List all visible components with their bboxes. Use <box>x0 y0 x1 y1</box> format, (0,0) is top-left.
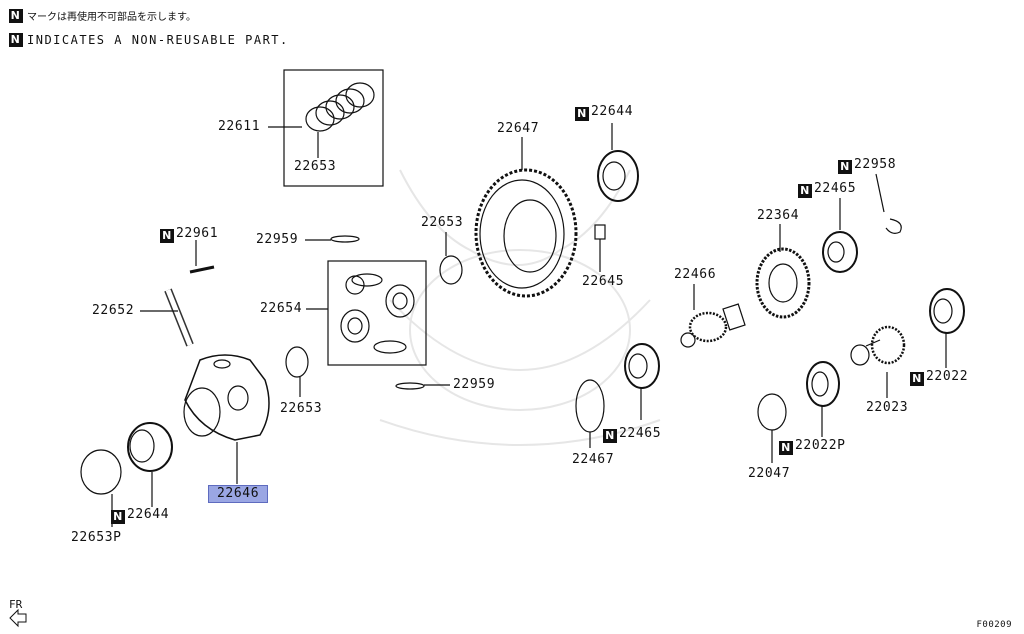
nonreusable-badge: N <box>9 9 23 23</box>
bolt <box>594 224 606 240</box>
nonreusable-badge: N <box>838 160 852 174</box>
part-label-22467[interactable]: 22467 <box>572 452 615 467</box>
differential-case <box>183 354 270 441</box>
nonreusable-badge: N <box>111 510 125 524</box>
ring-gear <box>474 168 578 298</box>
shim-p <box>80 449 122 495</box>
part-label-22652[interactable]: 22652 <box>92 303 135 318</box>
snap-ring-right <box>757 393 787 431</box>
nonreusable-badge: N <box>779 441 793 455</box>
part-label-22653[interactable]: 22653 <box>421 215 464 230</box>
part-label-22645[interactable]: 22645 <box>582 274 625 289</box>
part-label-22364[interactable]: 22364 <box>757 208 800 223</box>
snap-ring-set <box>305 82 375 132</box>
bearing-center <box>624 343 660 389</box>
pin-lower <box>395 382 425 390</box>
legend-english-text: INDICATES A NON-REUSABLE PART. <box>27 32 289 47</box>
nonreusable-badge: N <box>798 184 812 198</box>
shim-lower <box>285 346 309 378</box>
bearing-upper <box>597 150 639 202</box>
pinion-shaft <box>164 288 194 347</box>
part-label-22959[interactable]: 22959 <box>453 377 496 392</box>
part-label-22653[interactable]: 22653 <box>294 159 337 174</box>
part-label-22466[interactable]: 22466 <box>674 267 717 282</box>
part-label-22654[interactable]: 22654 <box>260 301 303 316</box>
legend-japanese-text: マークは再使用不可部品を示します。 <box>27 12 196 23</box>
part-label-22647[interactable]: 22647 <box>497 121 540 136</box>
nonreusable-badge: N <box>910 372 924 386</box>
idler-gear <box>755 247 811 319</box>
nonreusable-badge: N <box>160 229 174 243</box>
pinion-gear-set <box>340 273 415 354</box>
output-gear-shaft <box>680 303 746 348</box>
pin-upper <box>330 235 360 243</box>
counter-shaft <box>850 325 906 366</box>
legend-english: N INDICATES A NON-REUSABLE PART. <box>9 32 289 47</box>
snap-ring-set-box <box>283 69 384 187</box>
part-label-22646-highlighted[interactable]: 22646 <box>208 485 269 503</box>
shim-middle <box>439 255 463 285</box>
nonreusable-badge: N <box>575 107 589 121</box>
bearing-lower-right <box>806 361 840 407</box>
nonreusable-badge: N <box>9 33 23 47</box>
part-label-22023[interactable]: 22023 <box>866 400 909 415</box>
front-direction-arrow <box>9 608 27 628</box>
part-label-22611[interactable]: 22611 <box>218 119 261 134</box>
legend-japanese: N マークは再使用不可部品を示します。 <box>9 8 196 23</box>
part-label-22959[interactable]: 22959 <box>256 232 299 247</box>
bearing-right-upper <box>822 231 858 273</box>
part-label-22653P[interactable]: 22653P <box>71 530 122 545</box>
front-direction-label: FR <box>9 598 23 611</box>
snap-ring-center <box>575 379 605 433</box>
nonreusable-badge: N <box>603 429 617 443</box>
pinion-gear-set-box <box>327 260 427 366</box>
lock-pin <box>189 265 215 274</box>
part-label-22653[interactable]: 22653 <box>280 401 323 416</box>
watermark-crest <box>379 169 661 446</box>
circlip <box>885 218 902 234</box>
part-label-22047[interactable]: 22047 <box>748 466 791 481</box>
bearing-far-right <box>929 288 965 334</box>
bearing-lower <box>127 422 173 472</box>
figure-code: F00209 <box>976 620 1012 630</box>
